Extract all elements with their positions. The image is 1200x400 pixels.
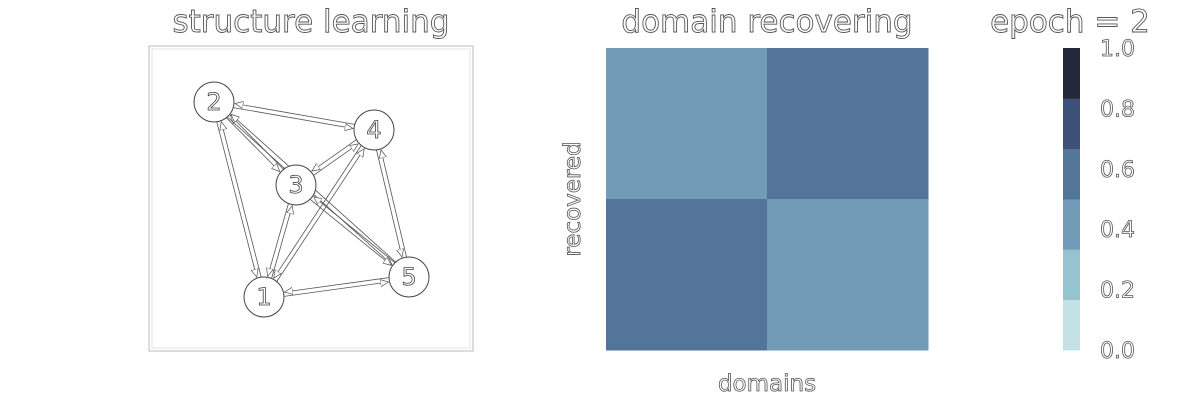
colorbar-segment-5 [1063,48,1080,99]
graph-node-3: 3 [275,164,317,206]
colorbar-tick-label: 1.0 [1100,37,1135,62]
graph-edge-4-to-1 [274,145,362,279]
graph-edge-4-to-5 [376,149,403,257]
graph-edge-3-to-2 [230,115,284,170]
graph-edge-2-to-3 [226,117,280,172]
graph-node-4: 4 [353,109,395,151]
colorbar-tick-label: 0.4 [1100,218,1135,243]
colorbar-segment-2 [1063,199,1080,250]
graph-node-circle [388,256,430,298]
graph-edge-1-to-4 [276,149,365,282]
graph-edge-5-to-3 [314,197,396,264]
graph-node-5: 5 [388,256,430,298]
graph-edge-4-to-3 [312,139,357,171]
graph-edge-1-to-3 [271,206,293,279]
colorbar-panel: epoch = 2 0.0 0.2 0.4 0.6 0.8 1.0 [990,4,1151,365]
graph-node-circle [243,276,285,318]
colorbar-segment-1 [1063,249,1080,300]
graph-node-circle [353,109,395,151]
heatmap-cell-r0-c0 [606,48,768,200]
graph-node-label: 2 [206,88,221,116]
graph-edges [216,104,407,297]
graph-edge-1-to-5 [284,282,388,297]
graph-edge-5-to-1 [285,277,389,292]
graph-node-circle [193,81,235,123]
colorbar-tick-label: 0.8 [1100,97,1135,122]
colorbar-ticks: 0.0 0.2 0.4 0.6 0.8 1.0 [1100,37,1136,365]
graph-frame-outer [148,45,474,352]
heatmap-cell-r0-c1 [767,48,929,200]
graph-node-circle [275,164,317,206]
colorbar-segment-0 [1063,299,1080,351]
colorbar-tick-label: 0.0 [1100,339,1135,364]
graph-edge-3-to-5 [309,198,391,265]
graph-node-label: 5 [401,263,416,291]
graph-edge-1-to-2 [221,122,262,278]
heatmap-panel: domain recovering domains recovered [560,4,929,397]
graph-node-label: 3 [288,171,303,199]
graph-edge-2-to-4 [233,107,353,129]
graph-node-label: 1 [256,283,271,311]
graph-edge-2-to-1 [216,121,257,277]
heatmap-xlabel: domains [718,371,816,397]
heatmap-title: domain recovering [621,4,912,40]
graph-nodes: 1 2 3 4 5 [193,81,430,318]
epoch-label: epoch = 2 [990,4,1150,40]
heatmap-cell-r1-c0 [606,199,768,351]
colorbar-tick-label: 0.2 [1100,279,1135,304]
graph-panel-title: structure learning [172,4,449,40]
heatmap-cell-r1-c1 [767,199,929,351]
graph-panel: structure learning 1 2 3 4 5 [148,4,474,352]
heatmap-cells [606,48,929,351]
graph-node-2: 2 [193,81,235,123]
graph-edge-4-to-2 [235,104,355,125]
colorbar [1063,48,1080,351]
graph-node-1: 1 [243,276,285,318]
graph-edge-3-to-4 [313,144,359,176]
heatmap-ylabel: recovered [560,141,586,256]
colorbar-segment-4 [1063,98,1080,149]
colorbar-segment-3 [1063,148,1080,200]
graph-node-label: 4 [366,116,381,144]
graph-edge-5-to-4 [381,150,407,258]
colorbar-tick-label: 0.6 [1100,158,1135,183]
graph-frame-inner [151,48,471,349]
graph-edge-3-to-1 [268,203,289,277]
